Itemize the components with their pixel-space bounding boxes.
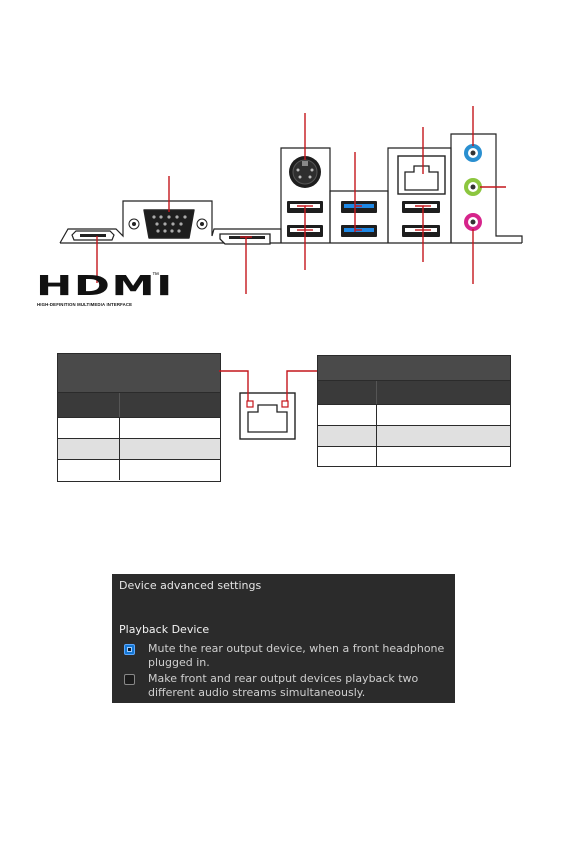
vga-port-icon [128,209,208,239]
table-row [58,438,220,459]
led-table-header [318,356,510,380]
hdmi-port-icon [71,230,115,241]
callout-leaders [96,106,506,294]
table-row [58,417,220,438]
audio-jack-icon [464,144,482,162]
table-row [58,459,220,480]
table-row [318,404,510,425]
two-streams-option[interactable]: Make front and rear output devices playb… [124,672,449,700]
led-table-left [57,353,221,482]
ps2-port-icon [289,156,321,188]
mute-rear-label: Mute the rear output device, when a fron… [148,642,445,669]
led-table-subheader [318,380,510,404]
checkbox-icon[interactable] [124,644,135,655]
hdmi-wordmark: HDMI [36,269,174,302]
mute-rear-option[interactable]: Mute the rear output device, when a fron… [124,642,449,670]
hdmi-logo: HDMI ™ HIGH-DEFINITION MULTIMEDIA INTERF… [36,272,172,312]
lan-port-icon [397,155,446,195]
panel-title: Device advanced settings [119,579,262,592]
playback-device-heading: Playback Device [119,623,210,636]
hdmi-tagline: HIGH-DEFINITION MULTIMEDIA INTERFACE [37,302,133,307]
io-shield-outline [59,133,523,244]
rear-io-diagram [59,106,523,294]
led-leaders [219,370,317,401]
audio-jack-icon [464,213,482,231]
led-table-header [58,354,220,392]
displayport-icon [219,233,271,245]
table-row [318,425,510,446]
table-row [318,446,510,467]
led-table-right [317,355,511,467]
two-streams-label: Make front and rear output devices playb… [148,672,419,699]
led-table-subheader [58,392,220,417]
checkbox-icon[interactable] [124,674,135,685]
lan-led-port-icon [239,392,296,440]
hdmi-trademark: ™ [152,272,159,279]
device-advanced-settings-panel: Device advanced settings Playback Device… [112,574,455,703]
audio-jack-icon [464,178,482,196]
lan-led-diagram [219,370,317,440]
